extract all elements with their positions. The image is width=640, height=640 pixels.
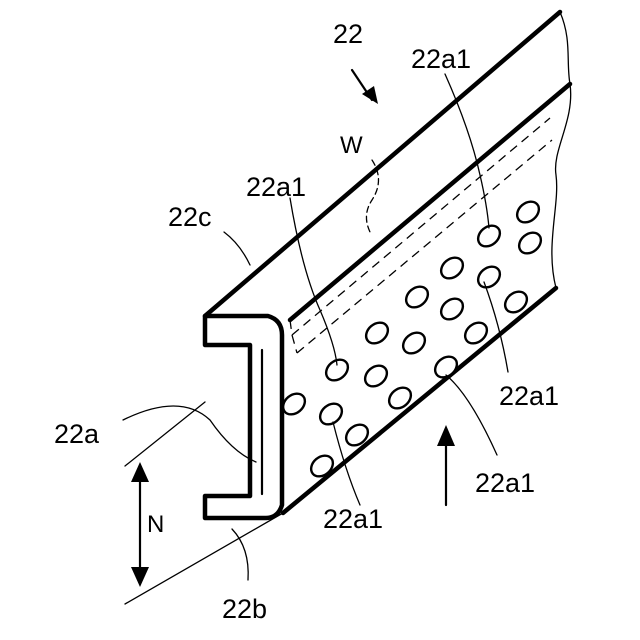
dimension-arrow-up — [131, 462, 149, 482]
hidden-line-end — [292, 335, 297, 353]
label-hole-right-upper: 22a1 — [499, 381, 559, 411]
hole — [437, 294, 467, 323]
label-hole-top: 22a1 — [411, 44, 471, 74]
label-web: 22a — [54, 419, 100, 449]
leader-hole-top — [445, 74, 489, 228]
hole — [474, 262, 504, 291]
leader-flange-bottom — [232, 529, 248, 580]
label-hole-mid: 22a1 — [246, 172, 306, 202]
label-hole-bottom: 22a1 — [323, 504, 383, 534]
direction-arrow-head — [437, 425, 455, 446]
dimension-arrow-down — [131, 567, 149, 587]
break-line — [552, 12, 571, 288]
hole-pattern — [279, 197, 545, 480]
label-flange-top: 22c — [168, 202, 212, 232]
hidden-line-fold — [290, 320, 292, 335]
label-hole-right-lower: 22a1 — [475, 468, 535, 498]
hole — [437, 253, 467, 282]
hole — [316, 399, 346, 428]
hole — [362, 318, 392, 347]
top-flange-outer-edge — [205, 12, 560, 316]
hole — [513, 197, 543, 226]
label-part: 22 — [333, 19, 363, 49]
hole — [307, 451, 337, 480]
hole — [402, 282, 432, 311]
hole — [361, 361, 391, 390]
label-w: W — [340, 132, 363, 159]
hole — [515, 228, 545, 257]
hole — [399, 328, 429, 357]
hole — [431, 352, 461, 381]
extension-line-upper — [125, 402, 205, 466]
leader-hole-right-upper — [484, 282, 508, 372]
label-n: N — [147, 511, 164, 538]
leader-flange-top — [224, 232, 250, 265]
label-flange-bottom: 22b — [222, 594, 267, 624]
hole — [322, 355, 352, 384]
channel-cross-section — [205, 316, 282, 518]
